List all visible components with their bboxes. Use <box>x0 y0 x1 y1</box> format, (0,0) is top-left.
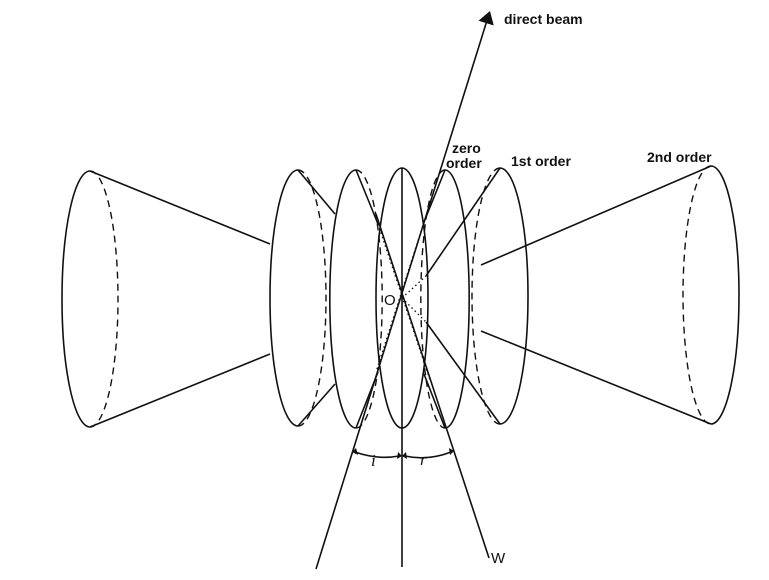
cone-right-zero-order <box>420 169 470 429</box>
cone-left-first-order <box>269 169 336 427</box>
angle-i-marker <box>352 448 402 459</box>
wire-axis-label: W <box>491 550 506 567</box>
angle-r-label: r <box>420 450 427 469</box>
first-order-label: 1st order <box>511 153 571 169</box>
cone-left-second-order <box>61 170 271 428</box>
angle-r-marker <box>402 448 454 459</box>
second-order-label: 2nd order <box>647 149 712 165</box>
cone-right-first-order <box>425 167 529 425</box>
cone-left-zero-order <box>329 169 383 429</box>
dotted-construction-lines <box>375 221 431 381</box>
cone-right-second-order <box>480 165 740 425</box>
zero-order-label-line2: order <box>446 155 482 171</box>
angle-i-label: i <box>371 451 376 470</box>
direct-beam-label: direct beam <box>504 11 583 27</box>
zero-order-label-line1: zero <box>452 140 481 156</box>
origin-label: O <box>384 292 396 309</box>
wire-axis-line <box>375 213 490 559</box>
